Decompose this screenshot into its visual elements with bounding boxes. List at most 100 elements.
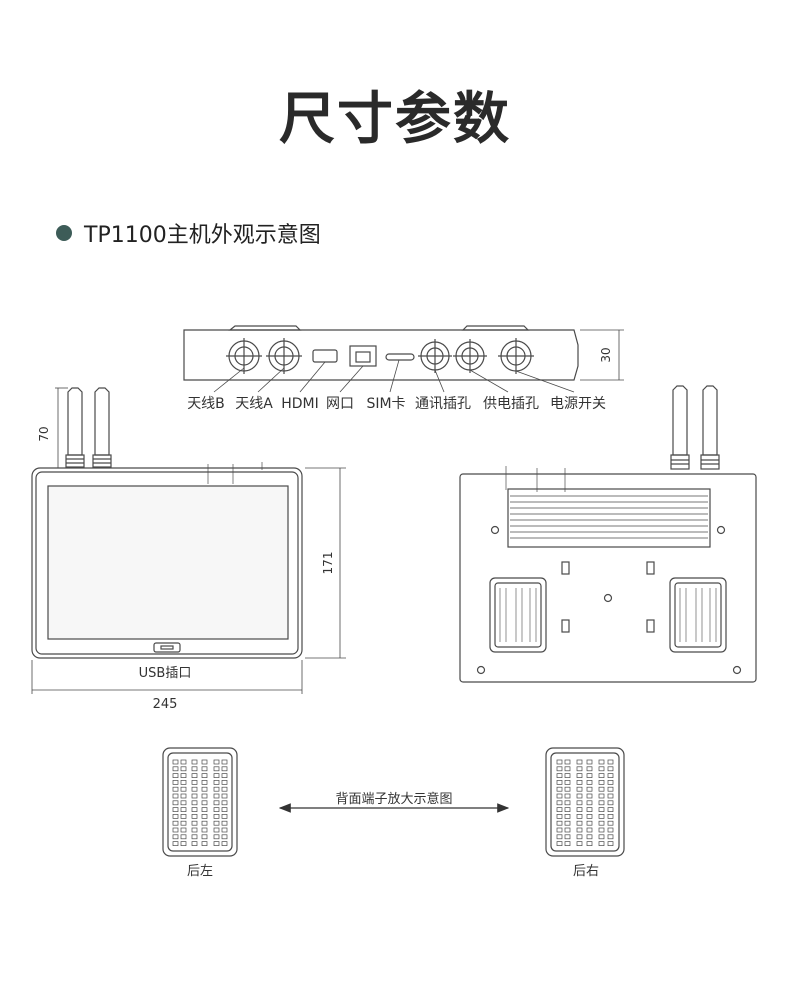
- terminal-pin: [201, 759, 208, 765]
- antenna-left: [65, 387, 85, 468]
- terminal-pin: [556, 800, 563, 806]
- terminal-pin: [221, 786, 228, 792]
- antenna-right: [92, 387, 112, 468]
- terminal-pin: [213, 841, 220, 846]
- screen: [47, 485, 289, 640]
- terminal-pin: [598, 827, 605, 833]
- terminal-pin: [172, 827, 179, 833]
- usb-port: [153, 642, 181, 653]
- usb-label: USB插口: [139, 666, 192, 681]
- port-label-comm: 通讯插孔: [415, 396, 471, 412]
- terminal-pin: [607, 793, 614, 799]
- terminal-pin: [576, 814, 583, 819]
- terminal-pin: [598, 780, 605, 785]
- power-jack: [453, 339, 487, 373]
- terminal-pin: [191, 820, 198, 826]
- top-view-body: [183, 329, 579, 381]
- hdmi-port: [312, 349, 338, 363]
- terminal-pin: [607, 841, 614, 846]
- terminal-pin: [556, 793, 563, 799]
- terminal-pin: [607, 814, 614, 819]
- terminal-pin: [576, 827, 583, 833]
- port-label-power-switch: 电源开关: [550, 396, 606, 412]
- terminal-pin: [586, 807, 593, 812]
- front-width-dim: 245: [153, 697, 178, 712]
- sim-slot: [385, 353, 415, 361]
- terminal-pin: [172, 834, 179, 840]
- terminal-pin: [201, 780, 208, 785]
- terminal-pin: [180, 807, 187, 812]
- terminal-pin: [586, 827, 593, 833]
- terminal-pin: [172, 786, 179, 792]
- terminal-pin: [607, 807, 614, 812]
- terminal-pin: [564, 820, 571, 826]
- terminal-pin: [172, 773, 179, 778]
- back-terminal-right: [669, 577, 727, 653]
- terminal-pin: [598, 800, 605, 806]
- terminal-pin: [556, 759, 563, 765]
- terminal-pin: [180, 793, 187, 799]
- screw-hole: [603, 593, 613, 603]
- terminal-pin: [172, 807, 179, 812]
- terminal-right-label: 后右: [573, 864, 599, 879]
- terminal-pin: [172, 800, 179, 806]
- terminal-pin: [598, 834, 605, 840]
- terminal-pin: [576, 780, 583, 785]
- terminal-pin: [201, 800, 208, 806]
- terminal-pin: [607, 820, 614, 826]
- terminal-pin: [191, 834, 198, 840]
- port-label-power-jack: 供电插孔: [483, 396, 539, 412]
- terminal-left-label: 后左: [187, 864, 213, 879]
- terminal-pin: [556, 773, 563, 778]
- terminal-pin: [172, 759, 179, 765]
- terminal-pin: [586, 766, 593, 772]
- front-bezel: [31, 467, 303, 659]
- terminal-pin: [180, 820, 187, 826]
- terminal-pin: [172, 814, 179, 819]
- screw-hole: [732, 665, 742, 675]
- terminal-pin: [556, 834, 563, 840]
- terminal-pin: [221, 827, 228, 833]
- front-height-dim: 171: [321, 552, 335, 575]
- back-terminal-left: [489, 577, 547, 653]
- page-title: 尺寸参数: [279, 87, 511, 152]
- terminal-pin: [576, 786, 583, 792]
- terminal-pin: [564, 773, 571, 778]
- back-view: [459, 385, 757, 683]
- terminal-pin: [201, 773, 208, 778]
- terminal-pin: [564, 834, 571, 840]
- terminal-pin: [564, 786, 571, 792]
- terminal-pin: [586, 780, 593, 785]
- terminal-pin: [180, 759, 187, 765]
- terminal-pin: [607, 834, 614, 840]
- terminal-pin: [576, 766, 583, 772]
- terminal-pin: [191, 793, 198, 799]
- terminal-pin: [213, 773, 220, 778]
- terminal-pin: [586, 800, 593, 806]
- terminal-pin: [607, 773, 614, 778]
- terminal-pin: [221, 820, 228, 826]
- terminal-pin: [191, 827, 198, 833]
- terminal-pin: [586, 786, 593, 792]
- antenna-a-connector: [266, 338, 302, 374]
- comm-jack: [418, 339, 452, 373]
- terminal-pin: [576, 834, 583, 840]
- terminal-pin: [556, 766, 563, 772]
- terminal-arrow-label: 背面端子放大示意图: [335, 791, 452, 807]
- terminal-pin: [191, 814, 198, 819]
- terminal-pin: [586, 759, 593, 765]
- terminal-pin: [221, 807, 228, 812]
- terminal-pin: [576, 820, 583, 826]
- terminal-pin: [180, 800, 187, 806]
- terminal-pin: [213, 766, 220, 772]
- terminal-pin: [180, 786, 187, 792]
- terminal-pin: [564, 759, 571, 765]
- terminal-pin: [556, 841, 563, 846]
- terminal-pin: [586, 814, 593, 819]
- terminal-pin: [564, 814, 571, 819]
- terminal-pin: [607, 786, 614, 792]
- terminal-pin: [213, 780, 220, 785]
- bullet-dot-icon: [56, 225, 72, 241]
- terminal-pin: [586, 773, 593, 778]
- terminal-pin: [201, 807, 208, 812]
